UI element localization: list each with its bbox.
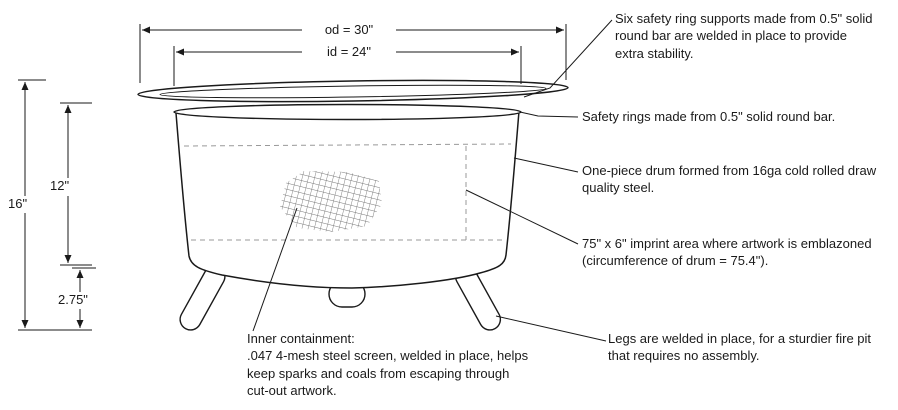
- leader-legs: [495, 315, 607, 342]
- callout-drum: One-piece drum formed from 16ga cold rol…: [582, 163, 877, 196]
- id-dimension-label: id = 24": [302, 44, 396, 61]
- total-height-label: 16": [6, 196, 30, 213]
- drum-height-label: 12": [48, 178, 72, 195]
- leader-safety-rings: [519, 111, 579, 118]
- mesh-screen: [280, 171, 382, 232]
- callout-imprint: 75" x 6" imprint area where artwork is e…: [582, 236, 872, 269]
- rim-inner-edge: [159, 84, 547, 99]
- od-dimension-label: od = 30": [302, 22, 396, 39]
- rim-outer: [137, 79, 569, 103]
- leader-inner-containment: [252, 207, 298, 332]
- callout-legs: Legs are welded in place, for a sturdier…: [608, 331, 872, 364]
- leader-drum: [513, 157, 579, 173]
- imprint-top-guide: [183, 143, 512, 147]
- callout-inner-containment: Inner containment: .047 4-mesh steel scr…: [247, 331, 529, 398]
- leg-height-label: 2.75": [56, 292, 90, 309]
- leader-ring-supports: [523, 19, 613, 98]
- drum-body-outline: [175, 110, 520, 289]
- safety-ring: [173, 103, 522, 121]
- callout-safety-rings: Safety rings made from 0.5" solid round …: [582, 109, 836, 124]
- callout-ring-supports: Six safety ring supports made from 0.5" …: [615, 11, 873, 61]
- leader-imprint: [465, 189, 579, 245]
